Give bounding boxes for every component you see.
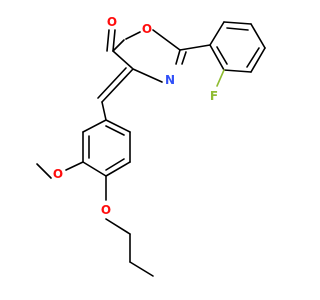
bond-c4-c5 (112, 50, 133, 69)
bond-ph-1 (209, 21, 225, 46)
bond-o-ch2 (105, 218, 131, 235)
bond-c2-n3 (175, 49, 181, 65)
bond-carbonyl-1 (112, 29, 116, 52)
alkoxy-phenyl-ring (82, 119, 131, 177)
bond-ar-4 (105, 161, 131, 177)
bond-c2-phenyl (179, 44, 211, 51)
benzylidene-double-bond (97, 67, 134, 121)
ring-nitrogen-label: N (165, 73, 175, 87)
methoxy-group (36, 161, 84, 179)
bond-ph-4-inner (246, 47, 260, 68)
bond-ph-5 (223, 69, 252, 73)
bond-ph-2 (223, 21, 252, 25)
fluorophenyl-ring (179, 21, 266, 87)
bond-ar-1 (82, 119, 107, 133)
bond-ch-aryl (101, 101, 107, 121)
bond-n3-c4 (132, 68, 163, 83)
bond-o1-c2 (152, 29, 181, 51)
propoxy-group (105, 175, 154, 277)
methoxy-oxygen-label: O (53, 167, 63, 181)
bond-c4-ch (101, 68, 134, 103)
bond-carbonyl-2 (106, 29, 110, 52)
bond-ch2-ch3 (129, 261, 154, 277)
bond-ph-3 (250, 23, 266, 49)
molecule-structure: O O N F O O (36, 15, 266, 277)
bond-ar-6 (105, 119, 131, 133)
bond-c4-ch-double (97, 67, 127, 99)
bond-ar-ome (65, 161, 84, 171)
bond-ar-3 (82, 161, 107, 177)
ring-oxygen-label: O (142, 22, 152, 36)
propoxy-oxygen-label: O (101, 203, 111, 217)
carbonyl-group (106, 29, 116, 52)
bond-ph-2-inner (226, 27, 249, 31)
fluorine-label: F (210, 89, 218, 103)
bond-ph-4 (250, 47, 266, 73)
bond-ar-4-inner (105, 158, 125, 171)
oxazolone-ring (112, 29, 187, 83)
bond-ar-6-inner (105, 125, 125, 136)
bond-ph-6 (209, 44, 225, 71)
bond-c2-n3-double (181, 51, 187, 65)
bond-c-f (216, 69, 225, 87)
carbonyl-oxygen-label: O (107, 15, 117, 29)
bond-ph-6-inner (216, 46, 228, 65)
bond-c5-o1-colored (125, 31, 141, 40)
bond-c5-o1 (112, 39, 125, 52)
bond-o-ch3 (36, 163, 52, 179)
